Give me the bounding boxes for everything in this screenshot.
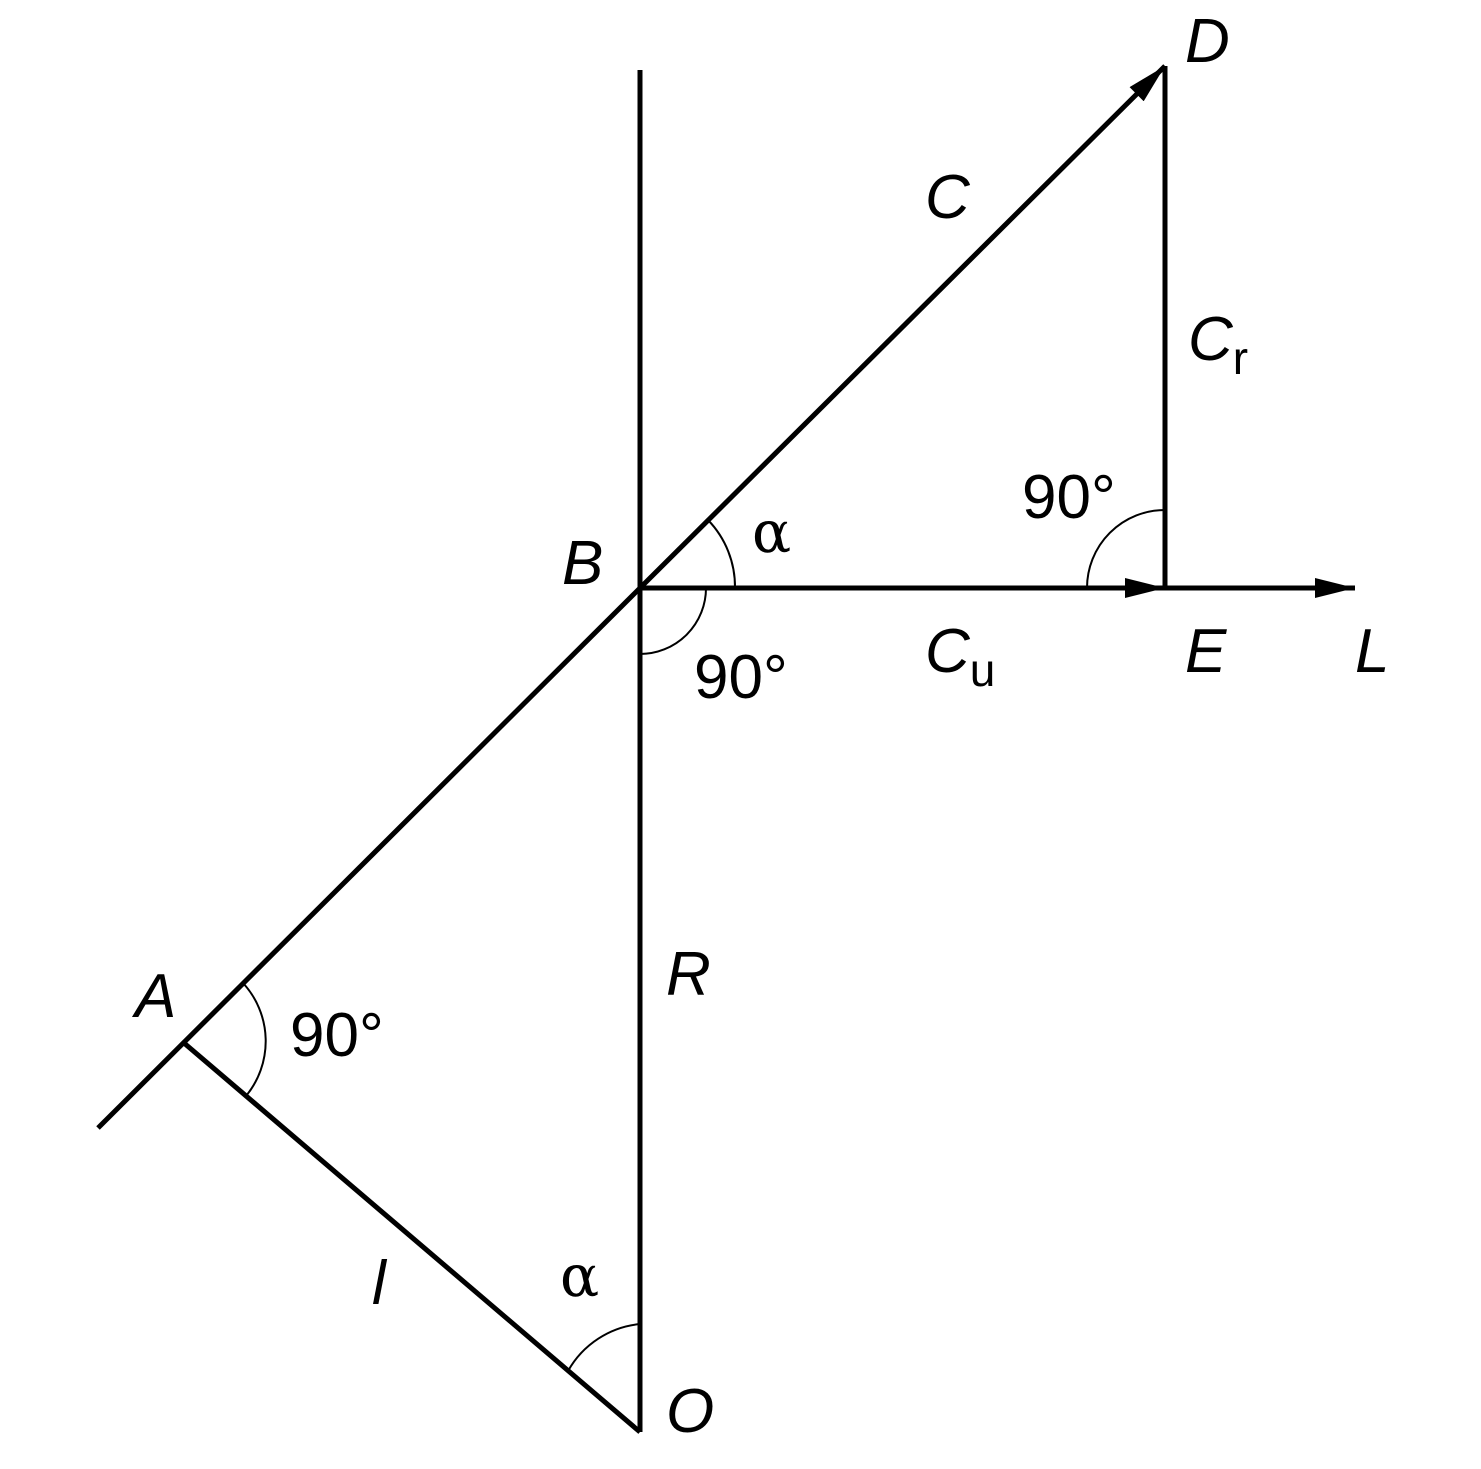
label-Cu: Cu <box>925 617 995 696</box>
label-C: C <box>925 163 971 232</box>
label-O: O <box>666 1377 714 1446</box>
label-L: L <box>1355 617 1389 686</box>
line-l <box>182 1041 642 1434</box>
label-l: l <box>372 1249 388 1318</box>
label-alpha-O: α <box>560 1242 599 1310</box>
line-A-to-B <box>96 586 642 1130</box>
label-angle-B: 90° <box>694 643 788 712</box>
label-D: D <box>1185 7 1230 76</box>
label-angle-A: 90° <box>290 1001 384 1070</box>
angle-arc-alpha-O <box>567 1323 641 1372</box>
vector-C <box>638 64 1167 590</box>
label-angle-E: 90° <box>1022 463 1116 532</box>
angle-arc-alpha-B <box>707 519 737 589</box>
label-A: A <box>131 962 176 1031</box>
label-alpha-B: α <box>752 498 791 566</box>
angle-arc-90-E <box>1086 509 1166 589</box>
label-Cr: Cr <box>1188 305 1248 384</box>
label-R: R <box>666 940 711 1009</box>
angle-arc-90-A <box>242 982 267 1097</box>
angle-arc-90-B <box>639 587 707 655</box>
label-B: B <box>562 529 603 598</box>
label-E: E <box>1185 617 1227 686</box>
